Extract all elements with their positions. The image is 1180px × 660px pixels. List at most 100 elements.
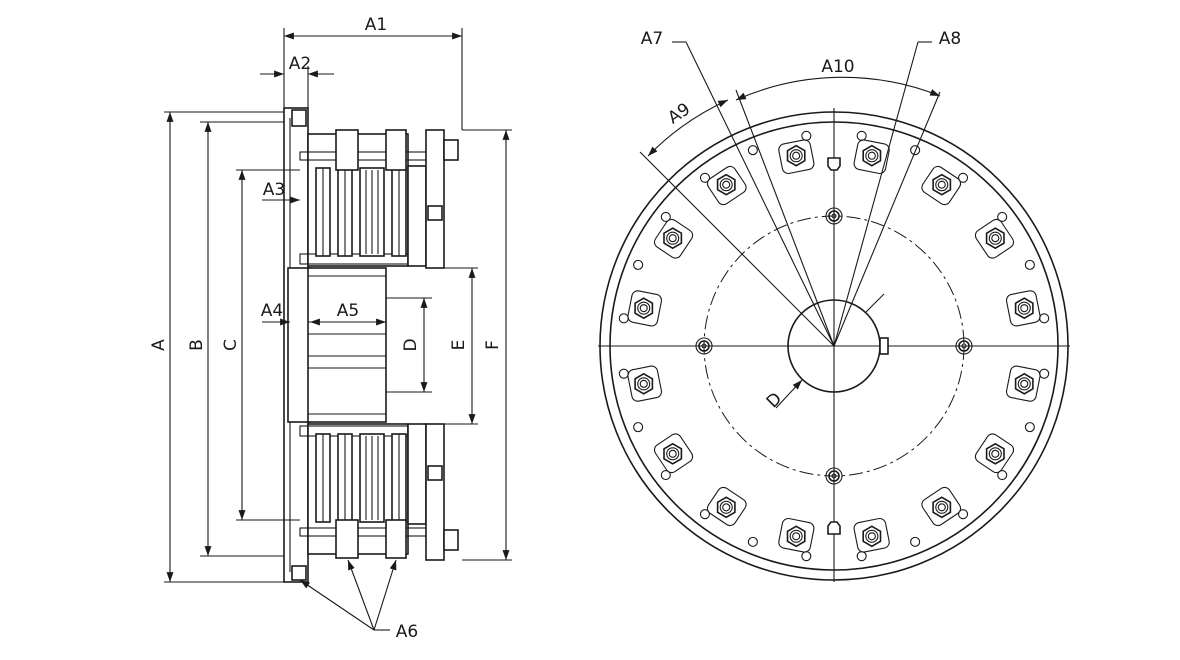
A6-leader-1 xyxy=(299,579,375,631)
label-A7: A7 xyxy=(641,29,663,49)
inner-bolt xyxy=(955,337,973,355)
bolt-pocket xyxy=(974,433,1015,474)
hex-bolt-icon xyxy=(985,442,1005,465)
front-inner-rim xyxy=(609,121,1059,571)
inner-bolt xyxy=(695,337,713,355)
hex-bolt-icon xyxy=(786,525,806,548)
bolt-washer xyxy=(719,178,733,192)
rim-hole xyxy=(1024,259,1035,270)
bolt-pocket xyxy=(853,517,890,553)
bolt-pocket xyxy=(853,139,890,175)
rim-hole xyxy=(1039,313,1050,324)
A6-leader-3 xyxy=(373,559,397,631)
hex-bolt-icon xyxy=(932,496,952,519)
side-upper-housing xyxy=(299,129,459,269)
rim-hole xyxy=(997,211,1008,222)
rim-hole xyxy=(618,313,629,324)
bolt-pocket xyxy=(778,517,815,553)
hex-bolt-icon xyxy=(716,496,736,519)
rim-hole xyxy=(699,172,710,183)
bolt-washer xyxy=(865,529,879,543)
front-bolt-circle xyxy=(703,215,965,477)
rim-hole xyxy=(958,509,969,520)
bolt-pocket xyxy=(1005,365,1041,402)
label-A2: A2 xyxy=(289,54,311,74)
inner-bolt-head xyxy=(828,210,840,222)
inner-bolt-center xyxy=(701,343,707,349)
rim-hole xyxy=(801,130,812,141)
rim-hole xyxy=(699,509,710,520)
A6-leader-2 xyxy=(347,559,375,631)
bolt-washer xyxy=(637,377,651,391)
front-nozzle-top xyxy=(827,157,841,171)
inner-bolt-center xyxy=(961,343,967,349)
bolt-pocket xyxy=(974,218,1015,259)
hex-bolt-icon xyxy=(634,372,654,395)
label-F: F xyxy=(483,340,503,350)
bolt-pocket xyxy=(778,139,815,175)
bolt-washer xyxy=(935,178,949,192)
bolt-pocket xyxy=(706,486,747,527)
bolt-pocket xyxy=(627,290,663,327)
inner-bolt-center xyxy=(831,473,837,479)
front-keyway xyxy=(879,337,889,355)
hex-bolt-icon xyxy=(634,297,654,320)
A7-leader xyxy=(685,41,835,347)
label-E: E xyxy=(449,340,469,351)
front-view: A7 A8 A9 A10 D xyxy=(598,29,1070,582)
rim-hole xyxy=(633,259,644,270)
A9-arc xyxy=(647,99,729,157)
side-view: A B C D E F A1 A2 A3 A4 A5 A6 xyxy=(149,15,512,642)
bolt-center xyxy=(792,151,801,160)
hex-bolt-icon xyxy=(862,144,882,167)
front-outer-bolts xyxy=(634,144,1034,548)
rim-hole xyxy=(910,536,921,547)
hex-bolt-icon xyxy=(1014,297,1034,320)
bolt-center xyxy=(1020,379,1029,388)
label-A5: A5 xyxy=(337,301,359,321)
bolt-center xyxy=(722,503,731,512)
bolt-washer xyxy=(789,149,803,163)
bolt-pocket xyxy=(627,365,663,402)
rim-hole xyxy=(660,211,671,222)
D-front-leader xyxy=(775,379,803,409)
bolt-center xyxy=(668,234,677,243)
front-nozzle-bottom xyxy=(827,521,841,535)
bolt-center xyxy=(639,304,648,313)
bolt-pocket xyxy=(653,218,694,259)
bolt-washer xyxy=(1017,377,1031,391)
bolt-center xyxy=(991,449,1000,458)
rim-hole xyxy=(1039,368,1050,379)
bolt-center xyxy=(937,503,946,512)
bolt-washer xyxy=(666,231,680,245)
label-C: C xyxy=(221,339,241,351)
rim-hole xyxy=(997,470,1008,481)
bolt-washer xyxy=(935,500,949,514)
hex-bolt-icon xyxy=(663,442,683,465)
label-A6: A6 xyxy=(396,622,418,642)
inner-bolt xyxy=(825,207,843,225)
rim-hole xyxy=(747,145,758,156)
side-lower-housing xyxy=(291,423,459,581)
bolt-center xyxy=(867,532,876,541)
side-hub-left xyxy=(287,267,311,423)
label-A: A xyxy=(149,339,169,351)
rim-hole xyxy=(747,536,758,547)
rim-hole xyxy=(958,172,969,183)
bolt-center xyxy=(937,180,946,189)
label-B: B xyxy=(187,339,207,351)
bolt-center xyxy=(792,532,801,541)
bolt-washer xyxy=(789,529,803,543)
bolt-pocket xyxy=(653,433,694,474)
label-A4: A4 xyxy=(261,301,283,321)
bolt-center xyxy=(991,234,1000,243)
label-A9: A9 xyxy=(664,99,694,128)
rim-hole xyxy=(856,551,867,562)
hex-bolt-icon xyxy=(786,144,806,167)
inner-bolt-head xyxy=(698,340,710,352)
rim-hole xyxy=(801,551,812,562)
bolt-pocket xyxy=(1005,290,1041,327)
bolt-center xyxy=(722,180,731,189)
bolt-center xyxy=(1020,304,1029,313)
inner-bolt xyxy=(825,467,843,485)
